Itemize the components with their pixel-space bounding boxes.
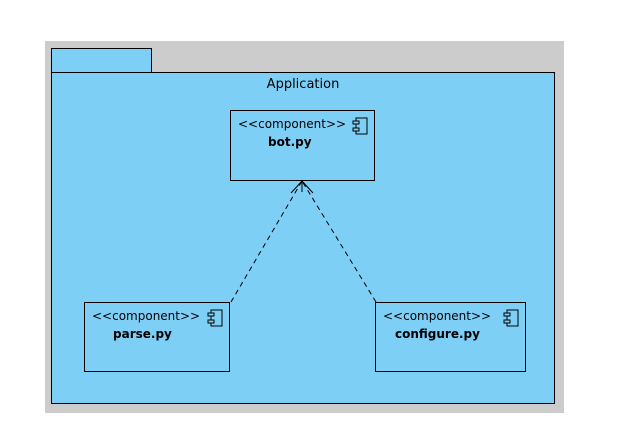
- component-icon: [503, 309, 519, 327]
- component-icon: [352, 117, 368, 135]
- dependency-configure-to-bot[interactable]: [301, 180, 377, 303]
- component-name: configure.py: [395, 327, 480, 341]
- component-stereotype: <<component>>: [383, 309, 492, 323]
- component-icon: [207, 309, 223, 327]
- component-name: bot.py: [268, 135, 312, 149]
- dependency-parse-to-bot[interactable]: [230, 180, 303, 303]
- package-title: Application: [266, 77, 340, 92]
- package-tab[interactable]: [51, 48, 152, 74]
- component-stereotype: <<component>>: [238, 117, 347, 131]
- component-parse[interactable]: <<component>> parse.py: [84, 302, 230, 372]
- component-stereotype: <<component>>: [92, 309, 201, 323]
- component-configure[interactable]: <<component>> configure.py: [375, 302, 526, 372]
- component-bot[interactable]: <<component>> bot.py: [230, 110, 375, 181]
- component-name: parse.py: [113, 327, 172, 341]
